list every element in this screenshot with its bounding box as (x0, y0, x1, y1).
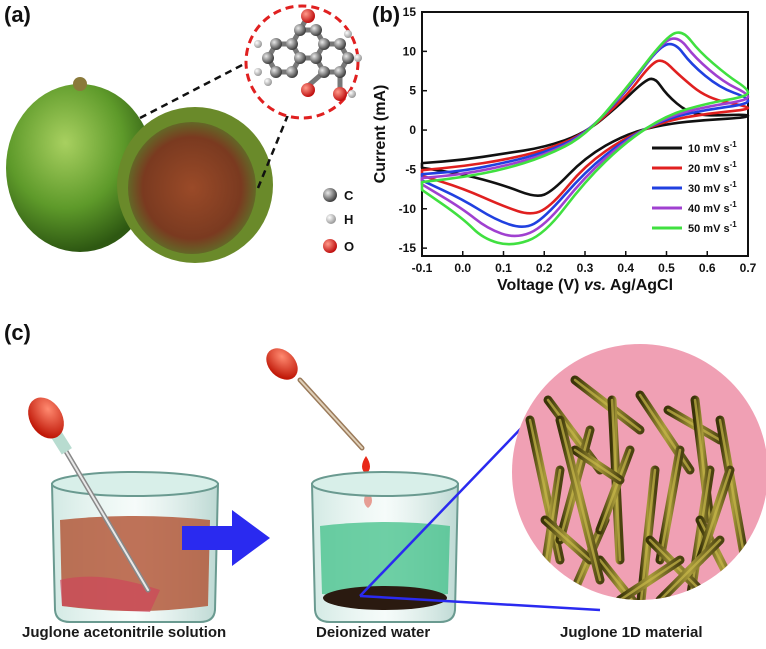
panel-label-b: (b) (372, 2, 401, 27)
y-tick-label: -10 (399, 202, 417, 216)
deionized-water-liquid (320, 522, 450, 598)
x-tick-label: 0.3 (577, 261, 594, 275)
cv-curve-3 (420, 42, 750, 228)
x-tick-label: -0.1 (412, 261, 433, 275)
y-tick-label: 10 (403, 44, 417, 58)
atom-label-c: C (344, 188, 354, 203)
x-tick-label: 0.7 (740, 261, 757, 275)
y-tick-label: -15 (399, 241, 417, 255)
y-tick-label: 0 (409, 123, 416, 137)
legend-label: 40 mV s-1 (688, 200, 737, 215)
left-beaker (50, 471, 220, 623)
x-tick-label: 0.5 (658, 261, 675, 275)
green-walnut-fruit (6, 84, 154, 252)
zoom-line-lower (359, 594, 601, 612)
nanorod-highlight (543, 518, 592, 562)
nanorods (525, 375, 750, 600)
cv-chart: -0.1 0.0 0.1 0.2 0.3 0.4 0.5 0.6 0.7 -15 -10 -5 0 5 10… (372, 5, 757, 294)
dashed-connector-lower (256, 109, 292, 189)
legend-label: 20 mV s-1 (688, 160, 737, 175)
nanorod-highlight (573, 448, 622, 482)
dropper-bulb-left (28, 397, 64, 439)
middle-beaker (310, 471, 460, 623)
y-tick-label: 15 (403, 5, 417, 19)
caption-nanorod-material: Juglone 1D material (560, 624, 703, 641)
panel-label-c: (c) (4, 320, 31, 345)
hydrogen-atom-icon (326, 214, 336, 224)
nanorod-highlight (573, 378, 642, 432)
falling-drop (362, 456, 370, 474)
caption-left-beaker: Juglone acetonitrile solution (22, 624, 227, 641)
x-tick-label: 0.6 (699, 261, 716, 275)
dashed-connector-upper (139, 60, 249, 120)
atom-label-o: O (344, 239, 354, 254)
oxygen-atom-icon (323, 239, 337, 253)
nanorod-highlight (558, 418, 602, 582)
tick-group: -0.1 0.0 0.1 0.2 0.3 0.4 0.5 0.6 0.7 -15 -10 -5 0 5 10… (399, 5, 757, 275)
cv-curve-5 (420, 31, 750, 246)
juglone-molecule (254, 9, 362, 101)
nanorod-highlight (528, 418, 562, 562)
walnut-kernel (128, 122, 256, 254)
x-tick-label: 0.1 (495, 261, 512, 275)
x-axis-title: Voltage (V) vs. Ag/AgCl (497, 277, 673, 294)
carbon-atom-icon (323, 188, 337, 202)
y-tick-label: -5 (405, 162, 416, 176)
nanorod-highlight (598, 558, 642, 600)
fruit-stem (73, 77, 87, 91)
atom-label-h: H (344, 212, 353, 227)
legend-label: 30 mV s-1 (688, 180, 737, 195)
nanorod-highlight (618, 558, 682, 600)
dropper-bulb-middle (266, 348, 298, 380)
y-tick-label: 5 (409, 84, 416, 98)
x-tick-label: 0.4 (617, 261, 634, 275)
x-tick-label: 0.2 (536, 261, 553, 275)
cv-curve-1 (420, 77, 750, 197)
chart-legend: 10 mV s-1 20 mV s-1 30 mV s-1 40 mV s-1 50 m… (652, 140, 737, 235)
middle-dropper (266, 348, 372, 508)
panel-a-illustration: C H O (6, 4, 362, 263)
panel-label-a: (a) (4, 2, 31, 27)
process-arrow (182, 510, 270, 566)
atom-legend: C H O (323, 188, 354, 254)
nanorod-highlight (718, 418, 747, 562)
cv-curve-4 (420, 37, 750, 238)
y-axis-title: Current (mA) (372, 85, 389, 184)
nanorod-highlight (698, 468, 732, 562)
legend-label: 50 mV s-1 (688, 220, 737, 235)
panel-c-illustration (28, 344, 766, 623)
nanorod-highlight (658, 538, 722, 600)
curve-group (420, 31, 750, 246)
nanorod-highlight (658, 448, 682, 562)
x-tick-label: 0.0 (454, 261, 471, 275)
nanorod-highlight (598, 448, 632, 532)
caption-middle-beaker: Deionized water (316, 624, 431, 641)
legend-label: 10 mV s-1 (688, 140, 737, 155)
left-dropper (28, 397, 151, 593)
